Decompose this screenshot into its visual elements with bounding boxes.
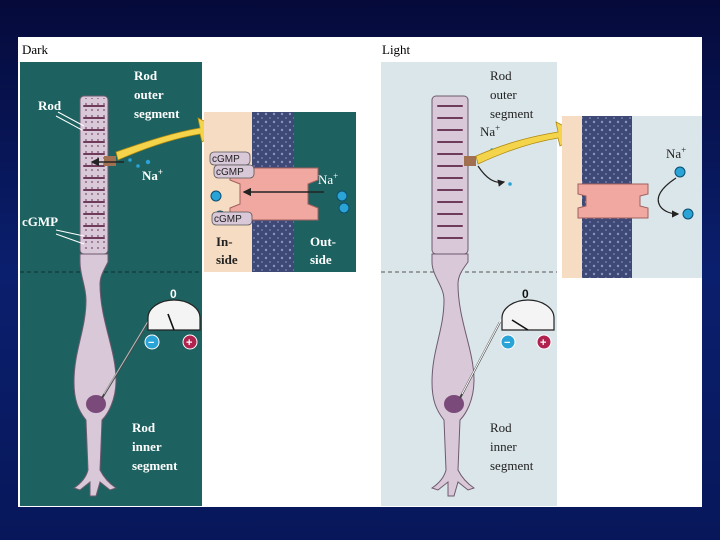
light-rod-inner-segment xyxy=(430,253,476,497)
dark-outer-segment-label: Rod outer segment xyxy=(134,68,180,121)
dark-inset-na-label: Na+ xyxy=(318,171,338,187)
light-minus-sign: − xyxy=(504,337,510,349)
light-nucleus xyxy=(444,395,464,413)
sodium-ion xyxy=(338,202,350,214)
dark-electrode-tip xyxy=(103,317,151,395)
dark-rod-pointer xyxy=(57,111,85,127)
dark-inset-channel xyxy=(229,167,319,221)
sodium-ion xyxy=(128,158,132,162)
dark-minus-sign: − xyxy=(148,337,154,349)
sodium-ion xyxy=(682,208,694,220)
light-inset-channel xyxy=(577,183,649,219)
light-na-label: Na+ xyxy=(480,123,500,139)
light-inset-outside xyxy=(632,116,702,278)
light-discs xyxy=(437,105,463,239)
light-panel: Light 0 − + Rod outer segment xyxy=(381,42,581,506)
dark-meter-needle xyxy=(167,313,175,331)
light-meter-needle xyxy=(511,319,529,331)
cgmp-tag-label: cGMP xyxy=(214,214,242,225)
dark-rod-pointer xyxy=(55,115,83,131)
sodium-ion xyxy=(336,190,348,202)
dark-inner-segment-label: Rod inner segment xyxy=(132,420,178,473)
dark-meter-zero: 0 xyxy=(170,287,177,301)
sodium-ion xyxy=(508,182,512,186)
light-plus-sign: + xyxy=(540,337,546,349)
dark-discs xyxy=(83,105,105,239)
dark-inset-inside-label: In- side xyxy=(216,234,238,267)
dark-panel-background xyxy=(20,62,202,506)
light-panel-background xyxy=(381,62,557,506)
light-heading: Light xyxy=(382,42,411,57)
dark-plus-terminal xyxy=(182,334,198,350)
light-inset-inside xyxy=(562,116,582,278)
sodium-ion xyxy=(136,164,140,168)
light-plus-terminal xyxy=(536,334,552,350)
dark-cgmp-pointer xyxy=(55,229,85,237)
dark-nucleus xyxy=(86,395,106,413)
sodium-ion xyxy=(145,159,151,165)
sodium-ion xyxy=(210,190,222,202)
light-inset-na-label: Na+ xyxy=(666,145,686,161)
dark-plus-sign: + xyxy=(186,337,192,349)
dark-cgmp-dots xyxy=(82,98,106,252)
dark-rod-inner-segment xyxy=(72,253,118,497)
light-outer-channel xyxy=(464,156,476,166)
dark-outer-channel xyxy=(104,156,116,166)
cgmp-tag-label: cGMP xyxy=(216,167,244,178)
light-rod-outer-segment xyxy=(431,95,469,255)
light-inner-segment-label: Rod inner segment xyxy=(490,420,534,473)
dark-heading: Dark xyxy=(22,42,48,57)
sodium-ion xyxy=(674,166,686,178)
dark-inset-outside-label: Out- side xyxy=(310,234,339,267)
cgmp-tag-label: cGMP xyxy=(212,154,240,165)
light-inset-na-arrow xyxy=(657,177,680,218)
dark-cgmp-label: cGMP xyxy=(22,214,58,229)
light-electrode-tip xyxy=(461,317,503,395)
light-minus-terminal xyxy=(500,334,516,350)
dark-channel-inset: Na+ cGMP cGMP cGMP In- side Out- side xyxy=(204,112,356,272)
dark-rod-label: Rod xyxy=(38,98,62,113)
dark-cgmp-pointer xyxy=(55,233,85,245)
cgmp-tag xyxy=(211,211,253,226)
dark-panel: Dark 0 − + Rod xyxy=(20,42,223,506)
light-na-blocked-arrow xyxy=(477,165,506,187)
dark-minus-terminal xyxy=(144,334,160,350)
light-channel-inset: Na+ xyxy=(562,116,702,278)
light-outer-segment-label: Rod outer segment xyxy=(490,68,534,121)
light-voltmeter xyxy=(501,299,555,331)
cgmp-tag xyxy=(213,164,255,179)
dark-na-label: Na+ xyxy=(142,167,163,183)
dark-voltmeter xyxy=(147,299,201,331)
light-meter-zero: 0 xyxy=(522,287,529,301)
